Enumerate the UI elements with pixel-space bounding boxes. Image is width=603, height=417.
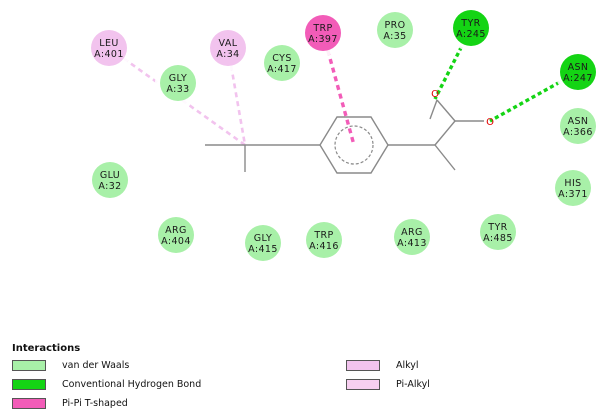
residue-name: VAL [219, 38, 238, 49]
residue-position: A:34 [216, 49, 239, 60]
residue-position: A:415 [248, 244, 278, 255]
interaction-line-val34 [226, 47, 247, 146]
residue-disc [560, 54, 596, 90]
residue-name: ARG [165, 225, 187, 236]
residue-disc [305, 15, 341, 51]
oxygen-atom-label: O [486, 117, 494, 128]
aromatic-ring-circle [334, 125, 374, 165]
residue-position: A:404 [161, 236, 191, 247]
residue-disc [480, 214, 516, 250]
ligand-double-bond [429, 99, 438, 120]
legend-label-hydrogen-bond: Conventional Hydrogen Bond [62, 379, 202, 390]
residue-disc [394, 219, 430, 255]
residue-position: A:371 [558, 189, 588, 200]
residue-name: TRP [313, 230, 333, 241]
residue-position: A:33 [166, 84, 189, 95]
residue-name: GLU [100, 170, 120, 181]
residue-disc [245, 225, 281, 261]
residue-name: PRO [384, 20, 405, 31]
legend-label-alkyl: Alkyl [396, 360, 419, 371]
legend-item-alkyl: Alkyl [346, 360, 419, 371]
legend-label-pi-alkyl: Pi-Alkyl [396, 379, 430, 390]
residue-name: TYR [460, 18, 480, 29]
residue-name: TYR [487, 222, 507, 233]
residue-layer: LEUA:401VALA:34TRPA:397PROA:35TYRA:245AS… [86, 5, 601, 266]
ligand-structure: OO [205, 89, 494, 174]
residue-position: A:417 [267, 64, 297, 75]
oxygen-atom-label: O [431, 89, 439, 100]
interaction-diagram: OO LEUA:401VALA:34TRPA:397PROA:35TYRA:24… [86, 5, 601, 266]
ligand-double-bond [436, 99, 456, 122]
residue-name: ARG [401, 227, 423, 238]
ligand-bond [434, 144, 456, 171]
residue-disc [555, 170, 591, 206]
legend-title: Interactions [12, 343, 81, 354]
residue-disc [91, 30, 127, 66]
ligand-bond [434, 120, 456, 146]
residue-position: A:485 [483, 233, 513, 244]
residue-position: A:247 [563, 73, 593, 84]
residue-position: A:245 [456, 29, 486, 40]
legend-item-hydrogen-bond: Conventional Hydrogen Bond [12, 379, 201, 390]
residue-disc [158, 217, 194, 253]
residue-position: A:413 [397, 238, 427, 249]
legend-swatch-alkyl [346, 360, 380, 371]
residue-name: GLY [254, 233, 272, 244]
residue-name: HIS [564, 178, 581, 189]
residue-position: A:416 [309, 241, 339, 252]
residue-position: A:401 [94, 49, 124, 60]
legend-item-van-der-waals: van der Waals [12, 360, 129, 371]
residue-disc [453, 10, 489, 46]
legend-label-pi-pi-t-shaped: Pi-Pi T-shaped [62, 398, 128, 409]
residue-name: ASN [568, 62, 589, 73]
residue-disc [210, 30, 246, 66]
legend-swatch-pi-alkyl [346, 379, 380, 390]
residue-name: TRP [312, 23, 332, 34]
residue-disc [306, 222, 342, 258]
residue-disc [560, 108, 596, 144]
residue-name: GLY [169, 73, 187, 84]
residue-disc [160, 65, 196, 101]
residue-position: A:397 [308, 34, 338, 45]
legend-swatch-hydrogen-bond [12, 379, 46, 390]
legend-item-pi-pi-t-shaped: Pi-Pi T-shaped [12, 398, 128, 409]
legend-label-van-der-waals: van der Waals [62, 360, 130, 371]
interaction-line-tyr245 [433, 27, 473, 100]
legend-swatch-van-der-waals [12, 360, 46, 371]
residue-name: LEU [99, 38, 118, 49]
residue-position: A:35 [383, 31, 406, 42]
legend: Interactions van der Waals Conventional … [8, 343, 598, 417]
residue-disc [92, 162, 128, 198]
residue-name: ASN [568, 116, 589, 127]
residue-name: CYS [272, 53, 292, 64]
residue-position: A:32 [98, 181, 121, 192]
residue-position: A:366 [563, 127, 593, 138]
residue-disc [377, 12, 413, 48]
residue-disc [264, 45, 300, 81]
legend-item-pi-alkyl: Pi-Alkyl [346, 379, 430, 390]
legend-swatch-pi-pi-t-shaped [12, 398, 46, 409]
